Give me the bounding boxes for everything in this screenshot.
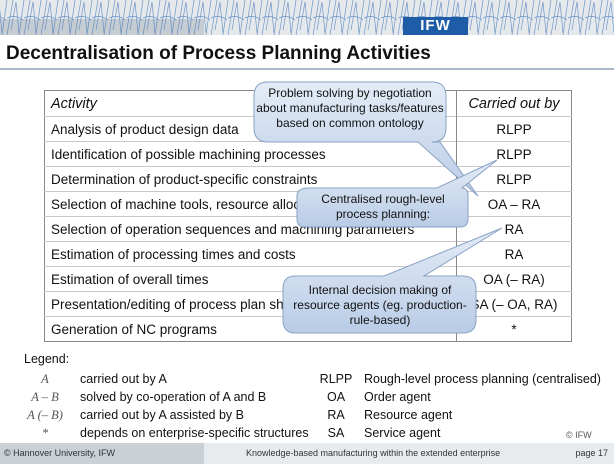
callout-text-internal: Internal decision making of resource age… — [293, 283, 467, 327]
ifw-copyright: © IFW — [566, 430, 592, 440]
callout-text-negotiation: Problem solving by negotiation about man… — [256, 86, 444, 130]
header-carried-out-by: Carried out by — [456, 90, 572, 117]
page-title: Decentralisation of Process Planning Act… — [6, 43, 431, 64]
activity-cell: Estimation of processing times and costs — [44, 241, 457, 267]
legend-symbol-desc: carried out by A — [80, 372, 167, 386]
table-header: Activity Carried out by — [45, 90, 572, 117]
header-activity: Activity — [51, 95, 97, 112]
callout-bubble-internal — [282, 227, 503, 334]
callout-bubble-negotiation — [253, 81, 479, 197]
activity-cell: Identification of possible machining pro… — [44, 141, 457, 167]
legend-symbol: A — [41, 372, 49, 386]
carried-out-by-cell: RLPP — [456, 116, 572, 142]
legend-symbol: * — [41, 426, 49, 440]
legend-symbol-desc: carried out by A assisted by B — [80, 408, 244, 422]
activity-cell: Determination of product-specific constr… — [44, 166, 457, 192]
carried-out-by-cell: OA – RA — [456, 191, 572, 217]
legend-title: Legend: — [24, 352, 70, 366]
footer-center: Knowledge-based manufacturing within the… — [246, 448, 501, 458]
legend-symbol: A (– B) — [27, 408, 63, 422]
legend-symbol-desc: solved by co-operation of A and B — [80, 390, 267, 404]
ifw-logo: IFW — [403, 17, 468, 35]
activity-table: Activity Carried out by Analysis of prod… — [44, 90, 572, 342]
legend-abbr-desc: Order agent — [364, 390, 431, 404]
legend-abbr: OA — [326, 390, 346, 404]
banner-shade — [0, 19, 204, 35]
legend-abbr: RA — [327, 408, 345, 422]
legend-abbr: RLPP — [319, 372, 353, 386]
legend-abbr-desc: Service agent — [364, 426, 441, 440]
table-row: Determination of product-specific constr… — [44, 166, 572, 192]
carried-out-by-cell: RLPP — [456, 141, 572, 167]
title-divider — [0, 68, 614, 70]
footer: © Hannover University, IFW Knowledge-bas… — [0, 443, 614, 464]
legend-abbr: SA — [327, 426, 345, 440]
callout-text-centralised: Centralised rough-level process planning… — [321, 192, 445, 221]
table-row: Identification of possible machining pro… — [44, 141, 572, 167]
legend-abbr-desc: Resource agent — [364, 408, 453, 422]
legend-symbol-desc: depends on enterprise-specific structure… — [80, 426, 309, 440]
table-row: Estimation of processing times and costs… — [44, 241, 572, 267]
legend-abbr-desc: Rough-level process planning (centralise… — [364, 372, 601, 386]
callout-bubble-centralised — [296, 159, 498, 228]
footer-left: © Hannover University, IFW — [0, 443, 204, 464]
page-number: page 17 — [575, 448, 608, 458]
legend-symbol: A – B — [31, 390, 59, 404]
header-banner: IFW — [0, 0, 614, 35]
carried-out-by-cell: RA — [456, 241, 572, 267]
carried-out-by-cell: RA — [456, 216, 572, 242]
